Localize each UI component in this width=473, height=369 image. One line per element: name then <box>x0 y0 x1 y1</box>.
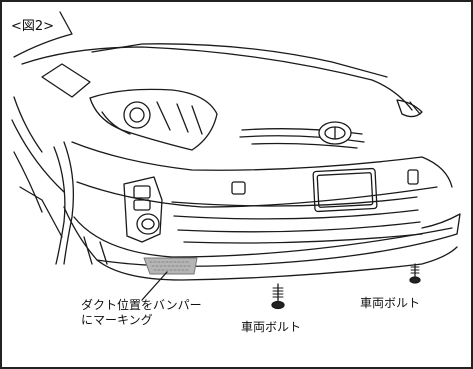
duct-marking-line2: にマーキング <box>81 313 153 327</box>
headlight <box>89 88 218 151</box>
lower-grille <box>171 196 423 244</box>
hood-lines <box>13 11 413 111</box>
bolt-bottom-icon <box>271 283 285 310</box>
bolt-bottom-label: 車両ボルト <box>241 320 302 334</box>
bolt-right-icon <box>409 263 421 284</box>
duct-marking-note: ダクト位置をバンパー にマーキング <box>81 298 202 328</box>
upper-grille <box>239 121 365 149</box>
front-spoiler <box>63 206 461 281</box>
front-bumper <box>71 141 453 213</box>
right-headlight <box>396 99 423 118</box>
duct-marking-line1: ダクト位置をバンパー <box>81 298 202 312</box>
left-body-side <box>11 96 74 265</box>
duct-marking-area <box>143 257 198 275</box>
duct-leader-line <box>141 271 168 301</box>
bolt-right-label: 車両ボルト <box>360 296 421 310</box>
fog-lamp <box>123 176 163 243</box>
figure-label: <図2> <box>11 19 55 34</box>
